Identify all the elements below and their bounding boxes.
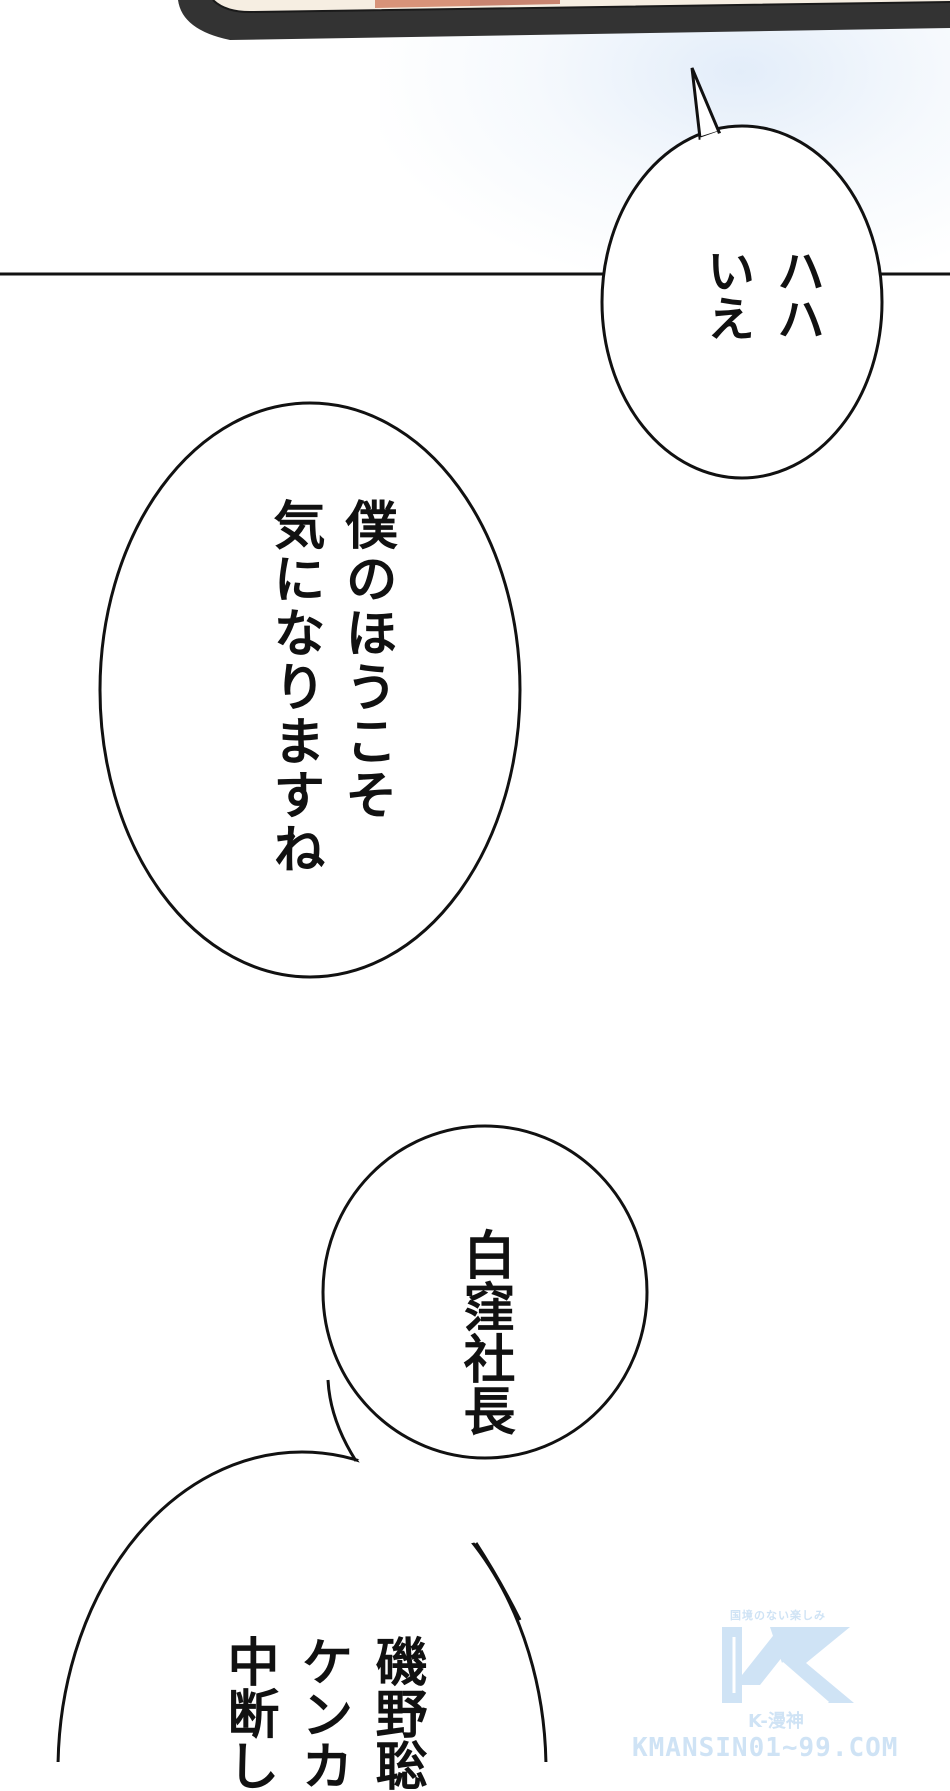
- speech-bubble-1: [600, 67, 884, 480]
- previous-panel-frame: [178, 0, 950, 40]
- speech-bubble-3: [56, 1124, 649, 1762]
- watermark-url: KMANSIN01~99.COM: [632, 1733, 899, 1763]
- k-logo-icon: [722, 1627, 854, 1705]
- bubble-3-upper-line-1: 白窪社長: [454, 1228, 514, 1436]
- bubble-1-text: ハハ いえ: [680, 246, 824, 342]
- bubble-2-line-2: 気になりますね: [264, 498, 324, 876]
- bubble-1-line-1: ハハ: [768, 246, 824, 342]
- watermark-tagline: 国境のない楽しみ: [730, 1609, 826, 1622]
- bubble-3-lower-line-3: 中断し: [218, 1635, 278, 1791]
- bubble-1-line-2: いえ: [698, 246, 754, 342]
- bubble-3-lower-line-1: 磯野聡: [366, 1635, 426, 1791]
- bubble-3-upper-text: 白窪社長: [454, 1228, 514, 1436]
- watermark-name: K-漫神: [748, 1711, 804, 1732]
- speech-bubble-2: [98, 401, 522, 979]
- bubble-3-lower-line-2: ケンカ: [292, 1635, 352, 1791]
- bubble-3-lower-text: 磯野聡 ケンカ 中断し: [200, 1635, 426, 1791]
- bubble-2-text: 僕のほうこそ 気になりますね: [248, 498, 396, 876]
- bubble-2-line-1: 僕のほうこそ: [336, 498, 396, 822]
- site-watermark: 国境のない楽しみ K-漫神 KMANSIN01~99.COM: [630, 1605, 950, 1763]
